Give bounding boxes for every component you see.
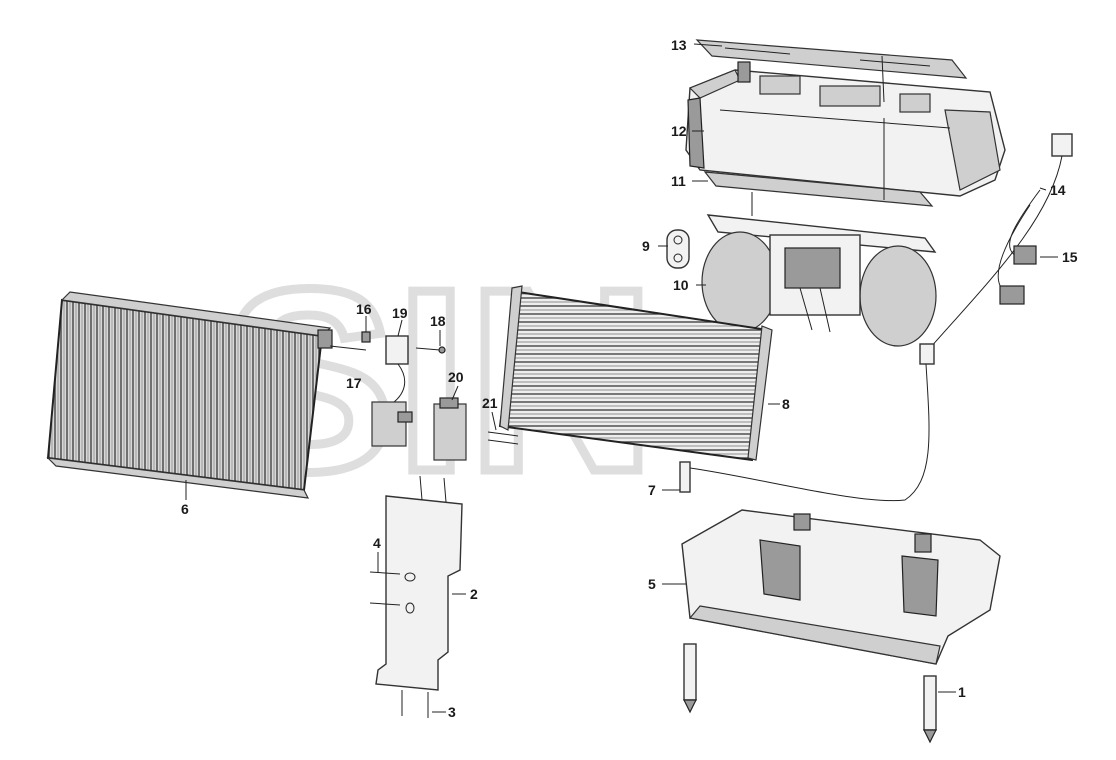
part-9-gasket [666, 229, 690, 269]
part-7-drain [679, 461, 691, 493]
part-20-expansion-valve [433, 397, 467, 461]
label-9: 9 [642, 238, 650, 254]
part-18-screw [415, 346, 446, 354]
part-19-valve [371, 335, 413, 447]
label-21: 21 [482, 395, 498, 411]
label-6: 6 [181, 501, 189, 517]
part-2-bracket [375, 475, 463, 691]
label-19: 19 [392, 305, 408, 321]
label-17: 17 [346, 375, 362, 391]
part-6-heater-core [46, 291, 333, 499]
label-11: 11 [671, 173, 686, 189]
label-20: 20 [448, 369, 464, 385]
label-8: 8 [782, 396, 790, 412]
label-1: 1 [958, 684, 966, 700]
label-5: 5 [648, 576, 656, 592]
label-13: 13 [671, 37, 687, 53]
part-21-bolts [487, 431, 519, 445]
leader-lines [185, 43, 1058, 713]
label-15: 15 [1062, 249, 1078, 265]
label-4: 4 [373, 535, 381, 551]
part-5-lower-housing [681, 509, 1001, 665]
label-18: 18 [430, 313, 446, 329]
part-17-bolt [329, 345, 367, 351]
part-12-upper-housing [685, 61, 1006, 197]
part-4-screws [369, 571, 401, 606]
part-13-top-strip [695, 39, 968, 79]
part-11-strip [703, 171, 934, 207]
part-1-legs [683, 643, 937, 744]
part-labels: 13 12 11 9 10 14 15 16 17 18 19 20 21 8 … [181, 37, 1078, 720]
label-10: 10 [673, 277, 689, 293]
part-15-connector [999, 245, 1037, 305]
label-2: 2 [470, 586, 478, 602]
label-7: 7 [648, 482, 656, 498]
label-3: 3 [448, 704, 456, 720]
label-14: 14 [1050, 182, 1066, 198]
part-8-evaporator [498, 285, 773, 462]
part-3-screws [401, 690, 429, 718]
part-10-blower [701, 214, 937, 347]
label-16: 16 [356, 301, 372, 317]
part-16-screw [361, 331, 371, 343]
label-12: 12 [671, 123, 687, 139]
